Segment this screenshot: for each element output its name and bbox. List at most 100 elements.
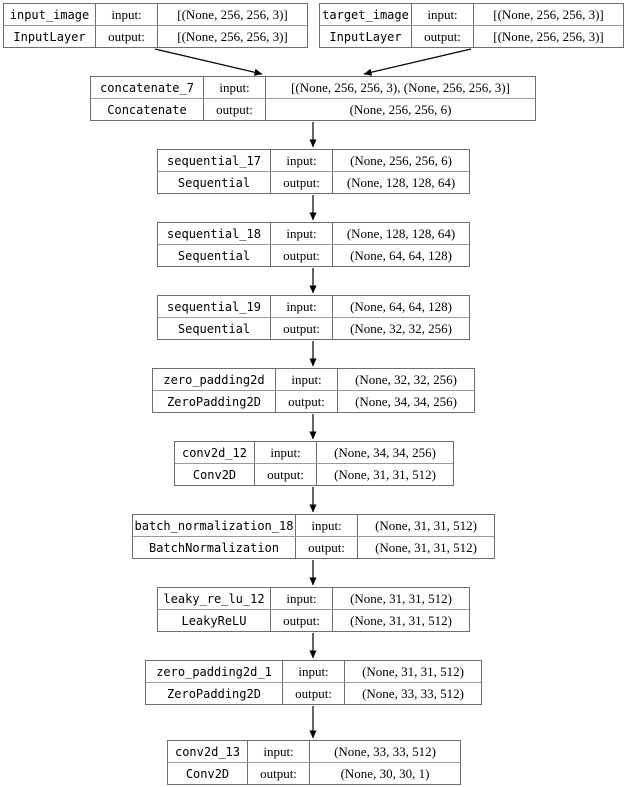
output-shape: (None, 31, 31, 512) bbox=[350, 613, 452, 628]
output-shape: (None, 256, 256, 6) bbox=[349, 102, 452, 117]
input-label: input: bbox=[96, 4, 158, 25]
layer-class: Sequential bbox=[158, 318, 271, 339]
output-label: output: bbox=[96, 26, 158, 47]
input-label: input: bbox=[276, 369, 338, 390]
input-shape: [(None, 256, 256, 3)] bbox=[177, 7, 288, 22]
layer-class: Conv2D bbox=[175, 464, 255, 485]
layer-class: InputLayer bbox=[320, 26, 412, 47]
input-label: input: bbox=[296, 515, 358, 536]
input-shape: [(None, 256, 256, 3), (None, 256, 256, 3… bbox=[291, 80, 510, 95]
input-label: input: bbox=[271, 223, 333, 244]
layer-name: sequential_17 bbox=[158, 150, 271, 171]
output-label: output: bbox=[204, 99, 266, 120]
layer-name: conv2d_12 bbox=[175, 442, 255, 463]
input-label: input: bbox=[255, 442, 317, 463]
input-shape: (None, 128, 128, 64) bbox=[346, 226, 456, 241]
layer-name: conv2d_13 bbox=[168, 741, 248, 762]
input-label: input: bbox=[271, 150, 333, 171]
output-shape: [(None, 256, 256, 3)] bbox=[493, 29, 604, 44]
layer-name: concatenate_7 bbox=[91, 77, 204, 98]
output-label: output: bbox=[271, 172, 333, 193]
output-shape: (None, 33, 33, 512) bbox=[362, 686, 464, 701]
layer-name: sequential_19 bbox=[158, 296, 271, 317]
input-label: input: bbox=[248, 741, 310, 762]
layer-name: leaky_re_lu_12 bbox=[158, 588, 271, 609]
layer-name: sequential_18 bbox=[158, 223, 271, 244]
input-shape: (None, 31, 31, 512) bbox=[375, 518, 477, 533]
layer-class: LeakyReLU bbox=[158, 610, 271, 631]
layer-name: batch_normalization_18 bbox=[133, 515, 296, 536]
output-label: output: bbox=[255, 464, 317, 485]
output-label: output: bbox=[271, 245, 333, 266]
output-shape: (None, 34, 34, 256) bbox=[355, 394, 457, 409]
layer-class: BatchNormalization bbox=[133, 537, 296, 558]
output-shape: (None, 30, 30, 1) bbox=[340, 766, 430, 781]
edge-input_image-to-concatenate_7 bbox=[154, 48, 263, 76]
output-label: output: bbox=[412, 26, 474, 47]
input-shape: [(None, 256, 256, 3)] bbox=[493, 7, 604, 22]
input-shape: (None, 256, 256, 6) bbox=[350, 153, 452, 168]
layer-class: Sequential bbox=[158, 172, 271, 193]
output-shape: (None, 31, 31, 512) bbox=[334, 467, 436, 482]
input-label: input: bbox=[204, 77, 266, 98]
layer-class: ZeroPadding2D bbox=[153, 391, 276, 412]
layer-class: Concatenate bbox=[91, 99, 204, 120]
output-shape: (None, 64, 64, 128) bbox=[350, 248, 452, 263]
layer-name: zero_padding2d_1 bbox=[146, 661, 283, 682]
edge-target_image-to-concatenate_7 bbox=[363, 48, 472, 76]
output-shape: (None, 32, 32, 256) bbox=[350, 321, 452, 336]
layer-class: InputLayer bbox=[4, 26, 96, 47]
input-label: input: bbox=[271, 588, 333, 609]
input-shape: (None, 33, 33, 512) bbox=[334, 744, 436, 759]
input-label: input: bbox=[412, 4, 474, 25]
output-shape: [(None, 256, 256, 3)] bbox=[177, 29, 288, 44]
layer-name: target_image bbox=[320, 4, 412, 25]
output-shape: (None, 128, 128, 64) bbox=[346, 175, 456, 190]
input-shape: (None, 31, 31, 512) bbox=[362, 664, 464, 679]
input-label: input: bbox=[283, 661, 345, 682]
input-label: input: bbox=[271, 296, 333, 317]
layer-name: zero_padding2d bbox=[153, 369, 276, 390]
layer-class: Conv2D bbox=[168, 763, 248, 784]
output-label: output: bbox=[271, 610, 333, 631]
input-shape: (None, 34, 34, 256) bbox=[334, 445, 436, 460]
output-label: output: bbox=[296, 537, 358, 558]
